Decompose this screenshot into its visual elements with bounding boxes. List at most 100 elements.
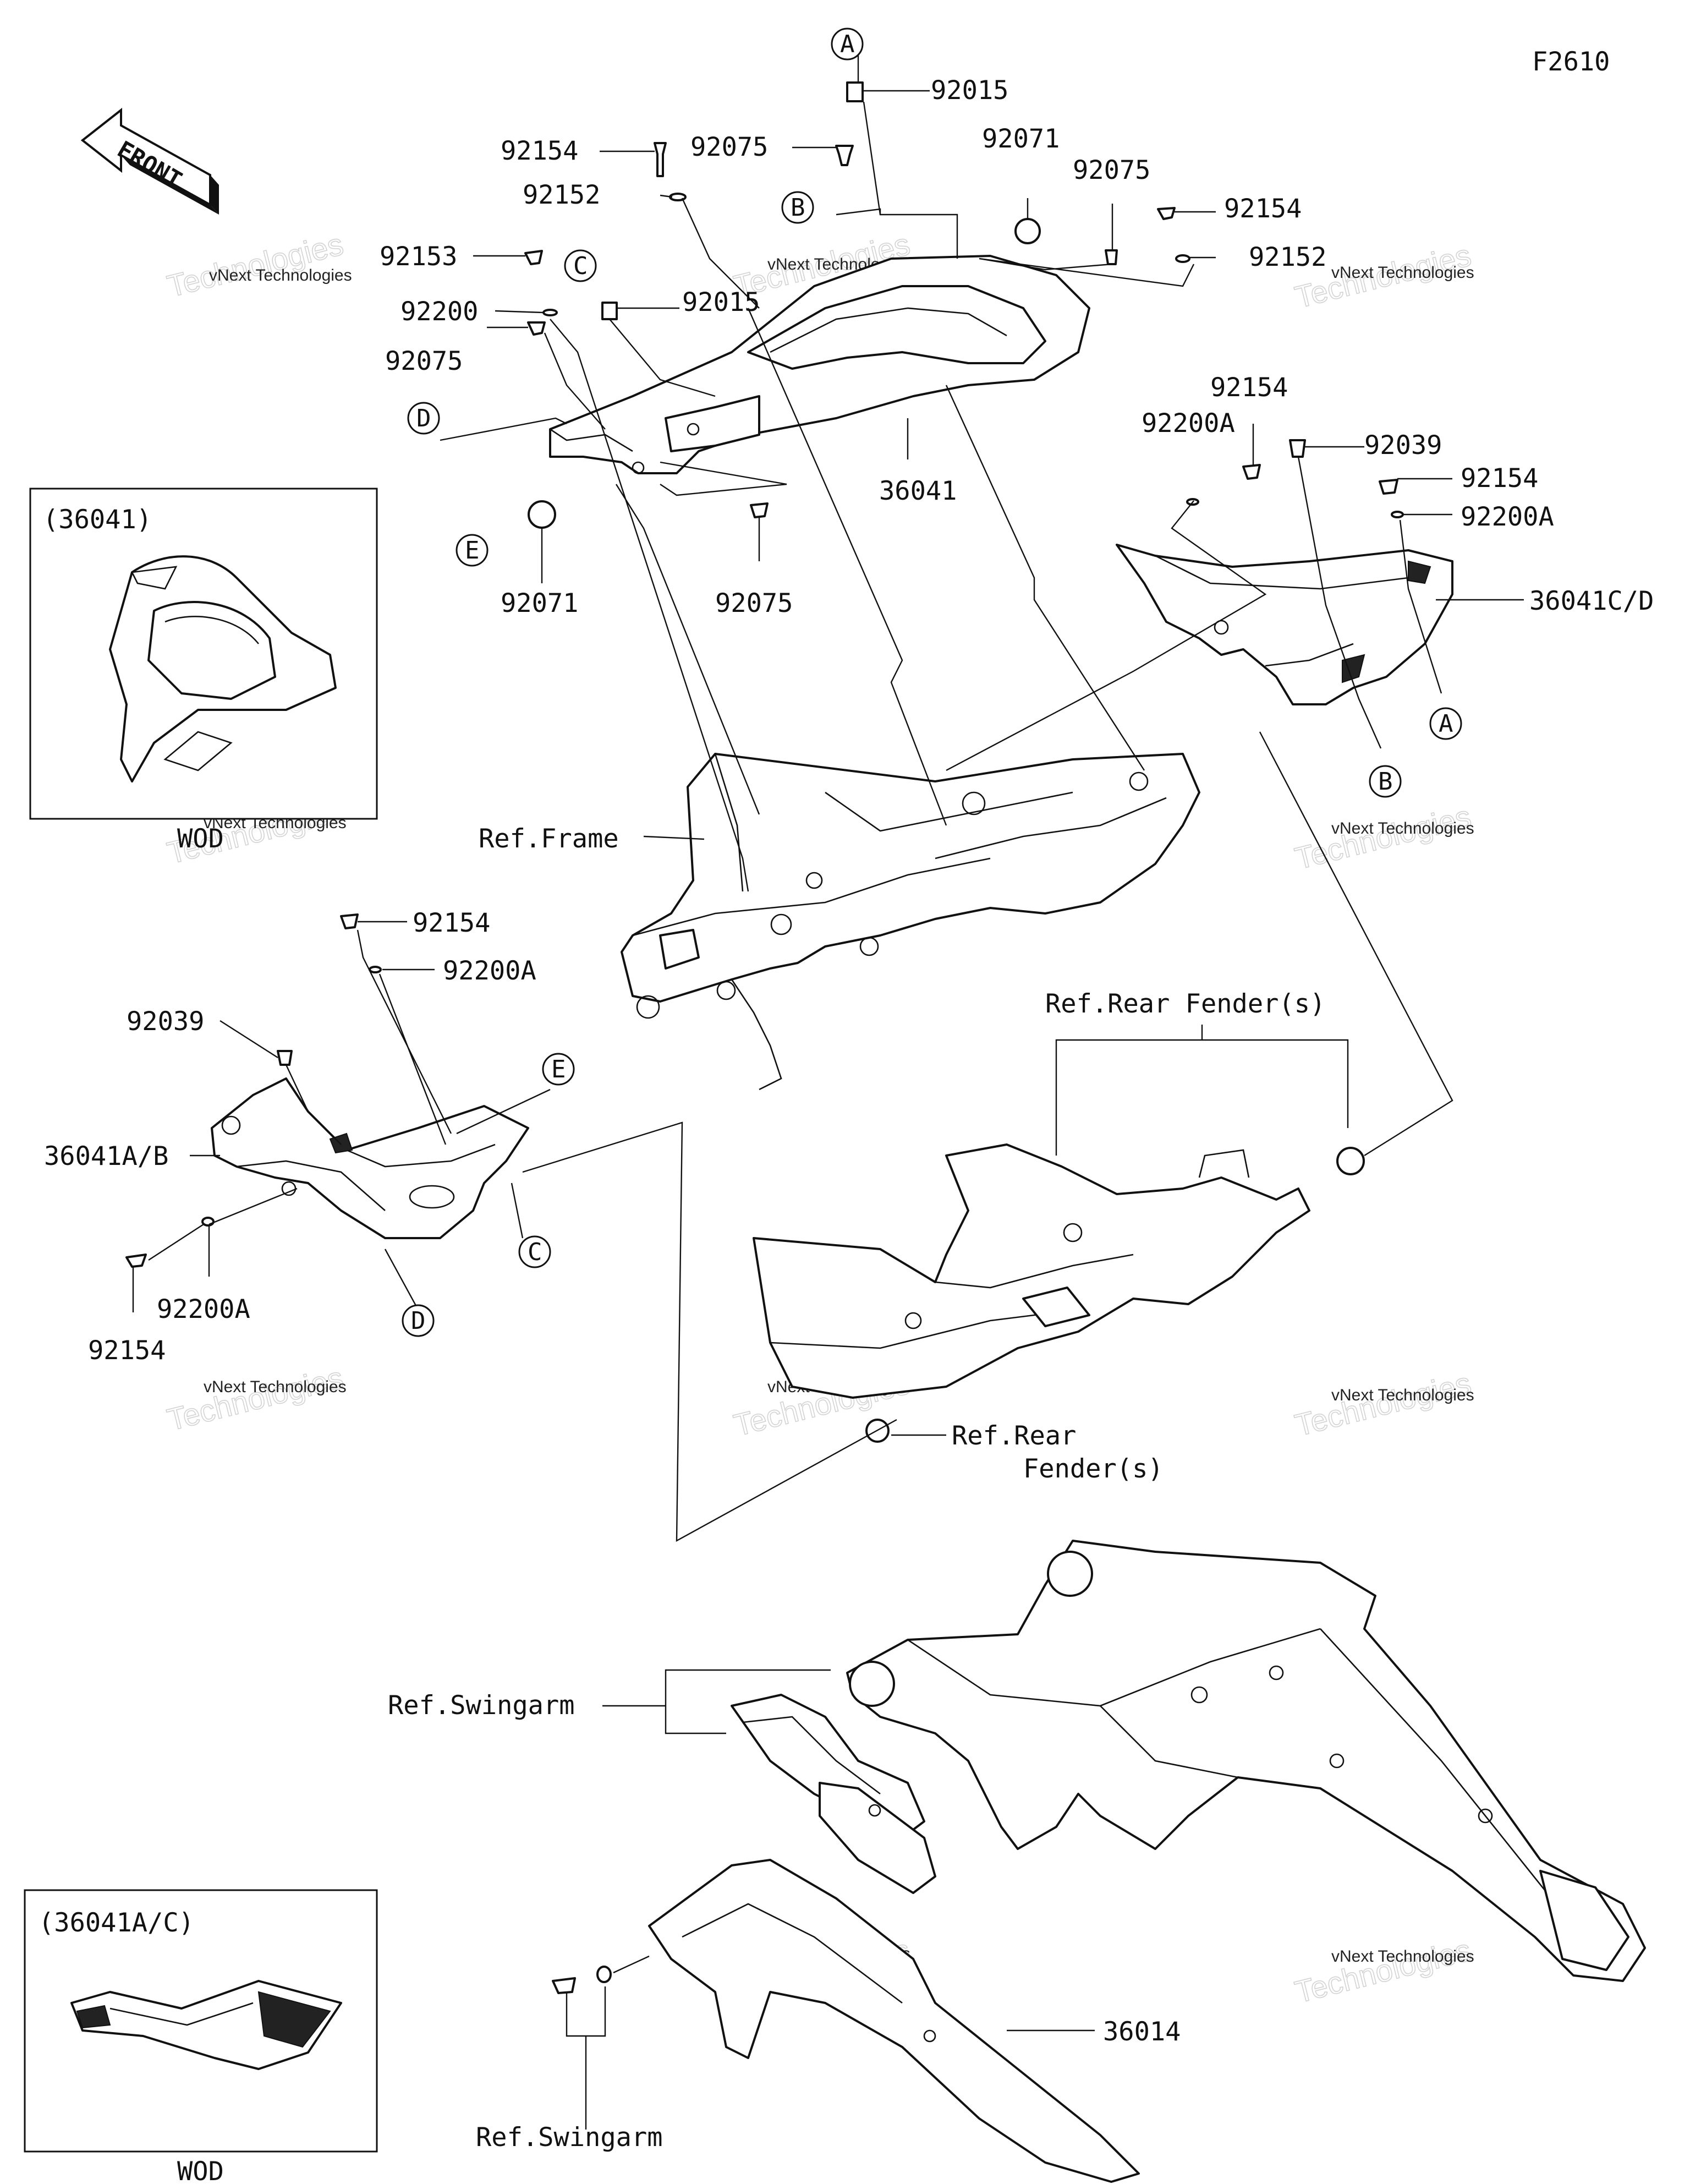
svg-text:vNext Technologies: vNext Technologies (1331, 1947, 1474, 1966)
part-label: 92075 (385, 346, 463, 376)
seat-cowl-illustration (109, 555, 337, 782)
part-label: 92200A (443, 956, 536, 986)
screw-92075-icon (527, 321, 546, 336)
part-label: 92075 (690, 132, 768, 162)
part-label: 92200A (1142, 408, 1235, 439)
collar-92015-icon (601, 302, 618, 320)
callout-d-top: D (407, 402, 440, 435)
svg-text:vNext Technologies: vNext Technologies (209, 266, 352, 284)
ref-rear-fender-label: Ref.Rear (952, 1421, 1076, 1451)
leader-lines (132, 52, 1524, 2130)
swingarm (846, 1540, 1646, 1982)
callout-e-left: E (542, 1053, 575, 1086)
side-cover-36041cd (1116, 544, 1453, 705)
svg-text:vNext Technologies: vNext Technologies (1331, 1386, 1474, 1404)
part-label: 92200 (400, 297, 478, 327)
bolt-92154-icon (125, 1254, 147, 1268)
bolt-92154-icon (654, 142, 667, 177)
part-label: 92154 (88, 1335, 166, 1366)
frame (621, 753, 1200, 1091)
fasteners (125, 81, 1404, 1994)
reference-labels: Ref.Frame Ref.Rear Fender(s) Ref.Rear Fe… (388, 824, 1325, 2153)
grommet-icon (1336, 1147, 1365, 1175)
inset-top-title: (36041) (43, 505, 152, 535)
ref-swingarm-label: Ref.Swingarm (388, 1690, 575, 1721)
part-label: 92071 (982, 124, 1060, 154)
washer-icon (596, 1966, 612, 1983)
bolt-92154-icon (1242, 464, 1261, 480)
callout-e-top: E (456, 534, 489, 567)
part-label: 92015 (931, 75, 1008, 106)
svg-text:E: E (465, 537, 480, 565)
ref-swingarm-label: Ref.Swingarm (476, 2122, 663, 2153)
rear-fender (753, 1143, 1310, 1399)
svg-text:E: E (551, 1055, 566, 1083)
washer-92200a-icon (1391, 511, 1404, 518)
screw-92075-icon (1105, 249, 1118, 265)
callout-c-left: C (518, 1235, 551, 1268)
rivet-92039-icon (277, 1050, 293, 1066)
part-label: 92071 (501, 588, 578, 618)
bolt-92153-icon (524, 250, 543, 265)
svg-text:B: B (791, 194, 805, 222)
svg-text:C: C (573, 252, 588, 280)
ref-frame-label: Ref.Frame (479, 824, 619, 854)
bolt-92154-icon (340, 913, 359, 929)
svg-text:A: A (840, 30, 855, 58)
ref-rear-fender-label: Fender(s) (1023, 1454, 1164, 1484)
inset-top-caption: WOD (177, 824, 224, 854)
collar-92015-icon (846, 81, 864, 102)
part-labels: 92015 92154 92075 92071 92152 92075 9215… (44, 75, 1654, 2047)
callout-b-top: B (781, 191, 814, 224)
part-label: 92075 (1073, 155, 1150, 185)
part-label: 92039 (1364, 430, 1442, 461)
nut-92071-icon (1014, 218, 1041, 244)
callout-a-right: A (1429, 707, 1462, 740)
part-label: 92154 (1224, 194, 1302, 224)
part-label: 92015 (682, 287, 760, 318)
part-label: 36041C/D (1529, 586, 1654, 616)
part-label: 92200A (157, 1294, 250, 1324)
svg-text:Technologies: Technologies (164, 226, 347, 303)
svg-text:Technologies: Technologies (164, 1360, 347, 1437)
callout-c-top: C (564, 249, 597, 282)
figure-code: F2610 (1532, 47, 1610, 77)
callouts: A B C D E A B C D E (402, 28, 1462, 1337)
callout-b-right: B (1369, 765, 1402, 798)
part-label: 92152 (1249, 242, 1326, 272)
seat-cowl-36041 (549, 255, 1090, 474)
washer-92200a-icon (369, 966, 382, 973)
chain-guard-36014 (648, 1694, 1140, 2183)
rivet-92039-icon (1289, 439, 1306, 458)
screw-92075-icon (835, 145, 854, 166)
bolt-92154-icon (1379, 479, 1398, 495)
part-label: 36014 (1103, 2017, 1181, 2047)
part-label: 92154 (1461, 463, 1538, 494)
svg-text:D: D (416, 404, 431, 433)
part-label: 36041A/B (44, 1141, 168, 1172)
part-label: 92154 (413, 908, 490, 938)
ref-rear-fender-label: Ref.Rear Fender(s) (1045, 989, 1325, 1019)
svg-text:A: A (1439, 710, 1453, 738)
inset-bottom-caption: WOD (177, 2156, 224, 2184)
svg-text:D: D (411, 1307, 426, 1335)
washer-92200a-icon (201, 1217, 215, 1227)
side-cover-36041ab (211, 1077, 529, 1239)
side-cover-illustration (70, 1980, 342, 2070)
part-label: 92154 (501, 136, 578, 166)
inset-top: (36041) WOD (29, 488, 378, 854)
part-label: 92152 (523, 180, 600, 210)
svg-text:Technologies: Technologies (1292, 1932, 1474, 2009)
callout-a-top: A (831, 28, 864, 61)
part-label: 92039 (127, 1006, 204, 1037)
washer-92152-icon (1175, 254, 1190, 263)
part-label: 36041 (879, 476, 957, 506)
callout-d-left: D (402, 1304, 435, 1337)
svg-text:vNext Technologies: vNext Technologies (1331, 264, 1474, 282)
inset-bottom: (36041A/C) WOD (24, 1889, 378, 2184)
